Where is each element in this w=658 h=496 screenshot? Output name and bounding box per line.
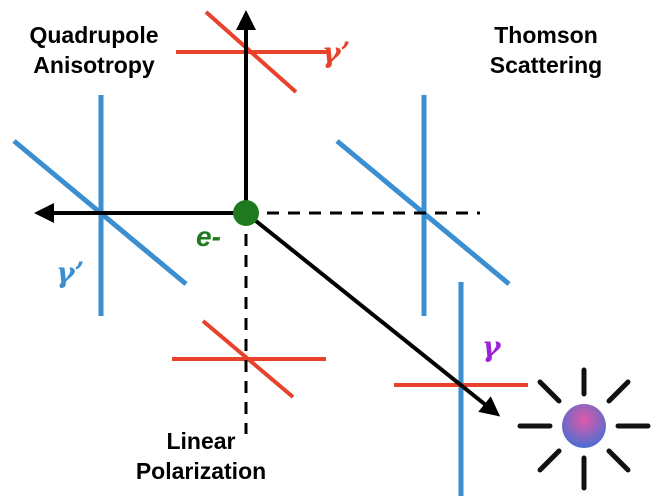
- incoming-photon-cross: [394, 282, 528, 496]
- linear-line1: Linear: [166, 428, 236, 454]
- quadrupole-line2: Anisotropy: [33, 52, 155, 78]
- electron-label: e-: [196, 221, 221, 252]
- gamma-prime-left-label: γ’: [56, 256, 85, 289]
- quadrupole-line1: Quadrupole: [29, 22, 159, 48]
- thomson-line1: Thomson: [494, 22, 598, 48]
- right-blue-polarization-cross: [335, 95, 511, 316]
- thomson-scattering-label: Thomson Scattering: [466, 20, 626, 80]
- left-blue-polarization-cross: [12, 95, 188, 316]
- linear-line2: Polarization: [135, 458, 267, 484]
- gamma-incoming-label: γ: [482, 330, 501, 363]
- top-red-polarization-cross: [176, 10, 330, 94]
- thomson-line2: Scattering: [489, 52, 603, 78]
- glowing-source-icon: [517, 367, 651, 491]
- incoming-photon-arrow: [244, 211, 501, 417]
- quadrupole-anisotropy-label: Quadrupole Anisotropy: [10, 20, 178, 80]
- source-sphere: [562, 404, 606, 448]
- electron-dot-icon: [233, 200, 259, 226]
- bottom-red-diagonal-line: [201, 319, 295, 399]
- top-red-diagonal-line: [204, 10, 298, 94]
- linear-polarization-label: Linear Polarization: [116, 426, 286, 486]
- gamma-prime-top-label: γ’: [322, 36, 351, 69]
- bottom-red-polarization-cross: [172, 319, 326, 399]
